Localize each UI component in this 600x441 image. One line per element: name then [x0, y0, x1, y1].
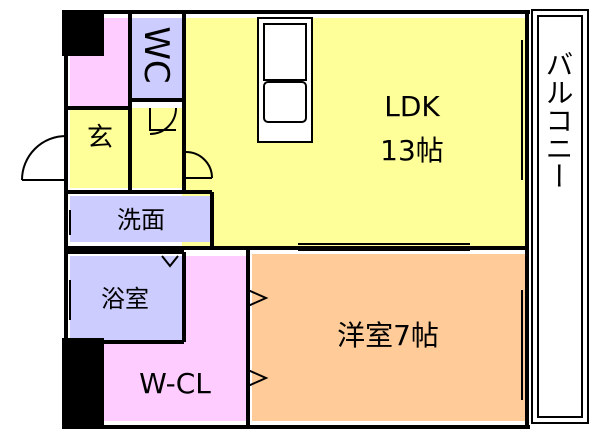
wc-door	[149, 107, 177, 135]
wcl-label: W-CL	[139, 367, 211, 400]
entrance-label: 玄	[87, 123, 113, 153]
wc-label: WC	[136, 26, 176, 83]
wall-block-bottom-left	[62, 338, 104, 429]
inner-door	[185, 151, 213, 179]
bath-label: 浴室	[101, 285, 149, 313]
western-room	[252, 254, 527, 421]
balcony-area	[530, 10, 587, 421]
closet-door-markers	[161, 255, 269, 387]
wc-room	[130, 18, 182, 100]
western-room-label: 洋室7帖	[337, 319, 439, 352]
kitchen-counter	[257, 17, 313, 143]
walls	[62, 10, 530, 429]
ldk-room	[182, 18, 527, 248]
ldk-size-label: 13帖	[380, 134, 444, 167]
bath-room	[70, 256, 182, 340]
washroom-room	[70, 196, 212, 242]
wcl-room	[104, 256, 246, 421]
balcony-frame	[531, 9, 589, 424]
window-lines	[69, 40, 523, 400]
balcony-label: バルコニー	[542, 50, 575, 190]
entrance-door	[21, 135, 67, 181]
entrance-room	[70, 108, 182, 188]
washroom-label: 洗面	[117, 206, 165, 234]
ldk-label: LDK	[384, 90, 440, 123]
wall-block-top-left	[62, 10, 104, 56]
